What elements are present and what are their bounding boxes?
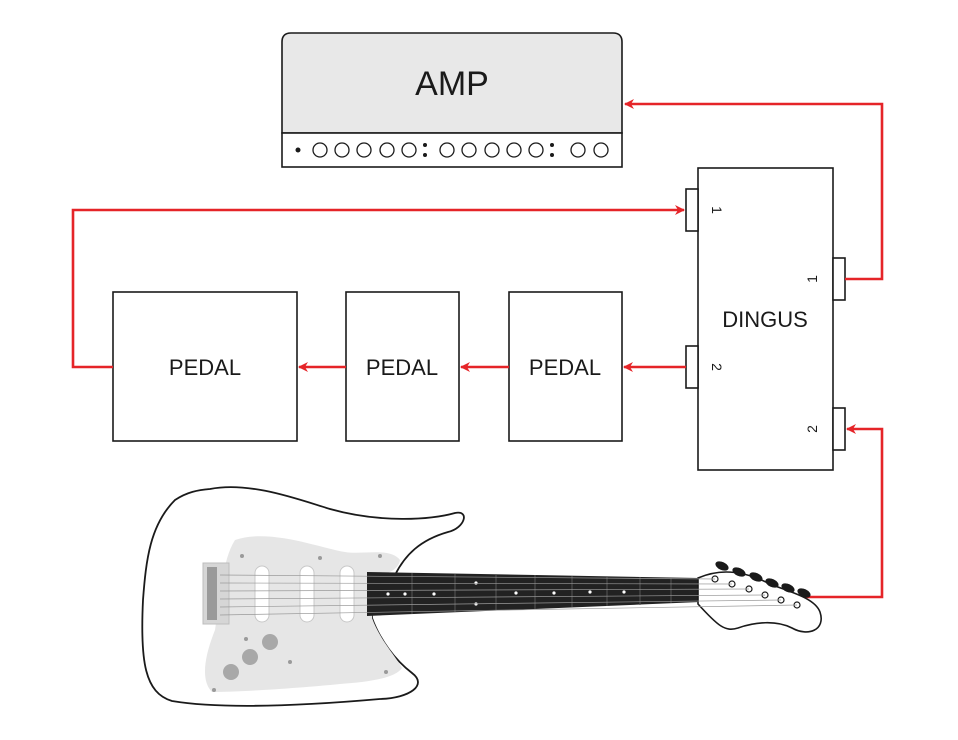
amp-label: AMP (415, 65, 489, 103)
amp-icon: AMP (281, 32, 623, 168)
pedal-1-label: PEDAL (169, 355, 241, 380)
dingus-port-right-1: 1 (804, 275, 820, 283)
knob-icon (439, 142, 455, 158)
knob-icon (223, 664, 239, 680)
pedal-2: PEDAL (345, 291, 460, 442)
dingus-box: DINGUS 1 2 1 2 (685, 167, 846, 471)
dingus-port-right-2: 2 (804, 425, 820, 433)
knob-icon (570, 142, 586, 158)
dingus-port-left-2: 2 (709, 363, 725, 371)
cables (71, 99, 884, 599)
cable-guitar-to-dingus (805, 424, 884, 599)
cable-dingus-to-amp (624, 99, 884, 281)
cable-pedal-to-dingus (71, 205, 685, 369)
guitar-icon (141, 486, 822, 707)
knob-icon (334, 142, 350, 158)
pedal-2-label: PEDAL (366, 355, 438, 380)
knob-icon (484, 142, 500, 158)
knob-icon (356, 142, 372, 158)
knob-icon (379, 142, 395, 158)
knob-icon (506, 142, 522, 158)
knob-icon (242, 649, 258, 665)
amp-control-panel (295, 142, 609, 158)
pedal-3-label: PEDAL (529, 355, 601, 380)
pedal-3: PEDAL (508, 291, 623, 442)
knob-icon (461, 142, 477, 158)
knob-icon (312, 142, 328, 158)
knob-icon (262, 634, 278, 650)
pedal-1: PEDAL (112, 291, 298, 442)
knob-icon (528, 142, 544, 158)
knob-icon (593, 142, 609, 158)
dingus-label: DINGUS (722, 307, 808, 332)
knob-icon (401, 142, 417, 158)
dingus-port-left-1: 1 (709, 206, 725, 214)
